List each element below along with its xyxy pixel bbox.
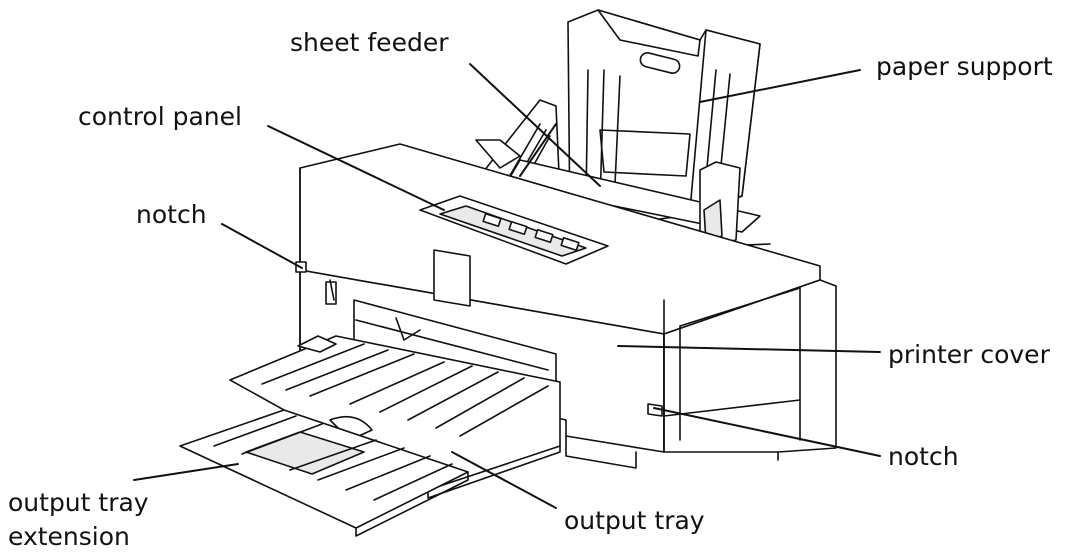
output-tray-extension <box>179 409 469 537</box>
leader-paper-support <box>699 69 861 103</box>
label-output-tray-extension-line2: extension <box>8 522 130 551</box>
leader-control-panel <box>267 125 445 211</box>
leader-sheet-feeder <box>469 63 601 187</box>
leader-output-tray <box>451 451 557 509</box>
label-paper-support: paper support <box>876 52 1053 81</box>
leader-notch-right <box>653 407 881 457</box>
label-notch-left: notch <box>136 200 207 229</box>
label-output-tray-extension-line1: output tray <box>8 488 149 517</box>
label-control-panel: control panel <box>78 102 242 131</box>
label-notch-right: notch <box>888 442 959 471</box>
label-output-tray: output tray <box>564 506 705 535</box>
leader-output-tray-extension <box>133 463 239 481</box>
label-printer-cover: printer cover <box>888 340 1050 369</box>
label-sheet-feeder: sheet feeder <box>290 28 449 57</box>
leader-notch-left <box>221 223 303 269</box>
leader-printer-cover <box>617 345 881 353</box>
leader-lines <box>133 63 881 509</box>
control-panel <box>419 195 609 265</box>
output-tray <box>229 335 561 499</box>
leader-sheet-feeder-2 <box>519 123 557 177</box>
